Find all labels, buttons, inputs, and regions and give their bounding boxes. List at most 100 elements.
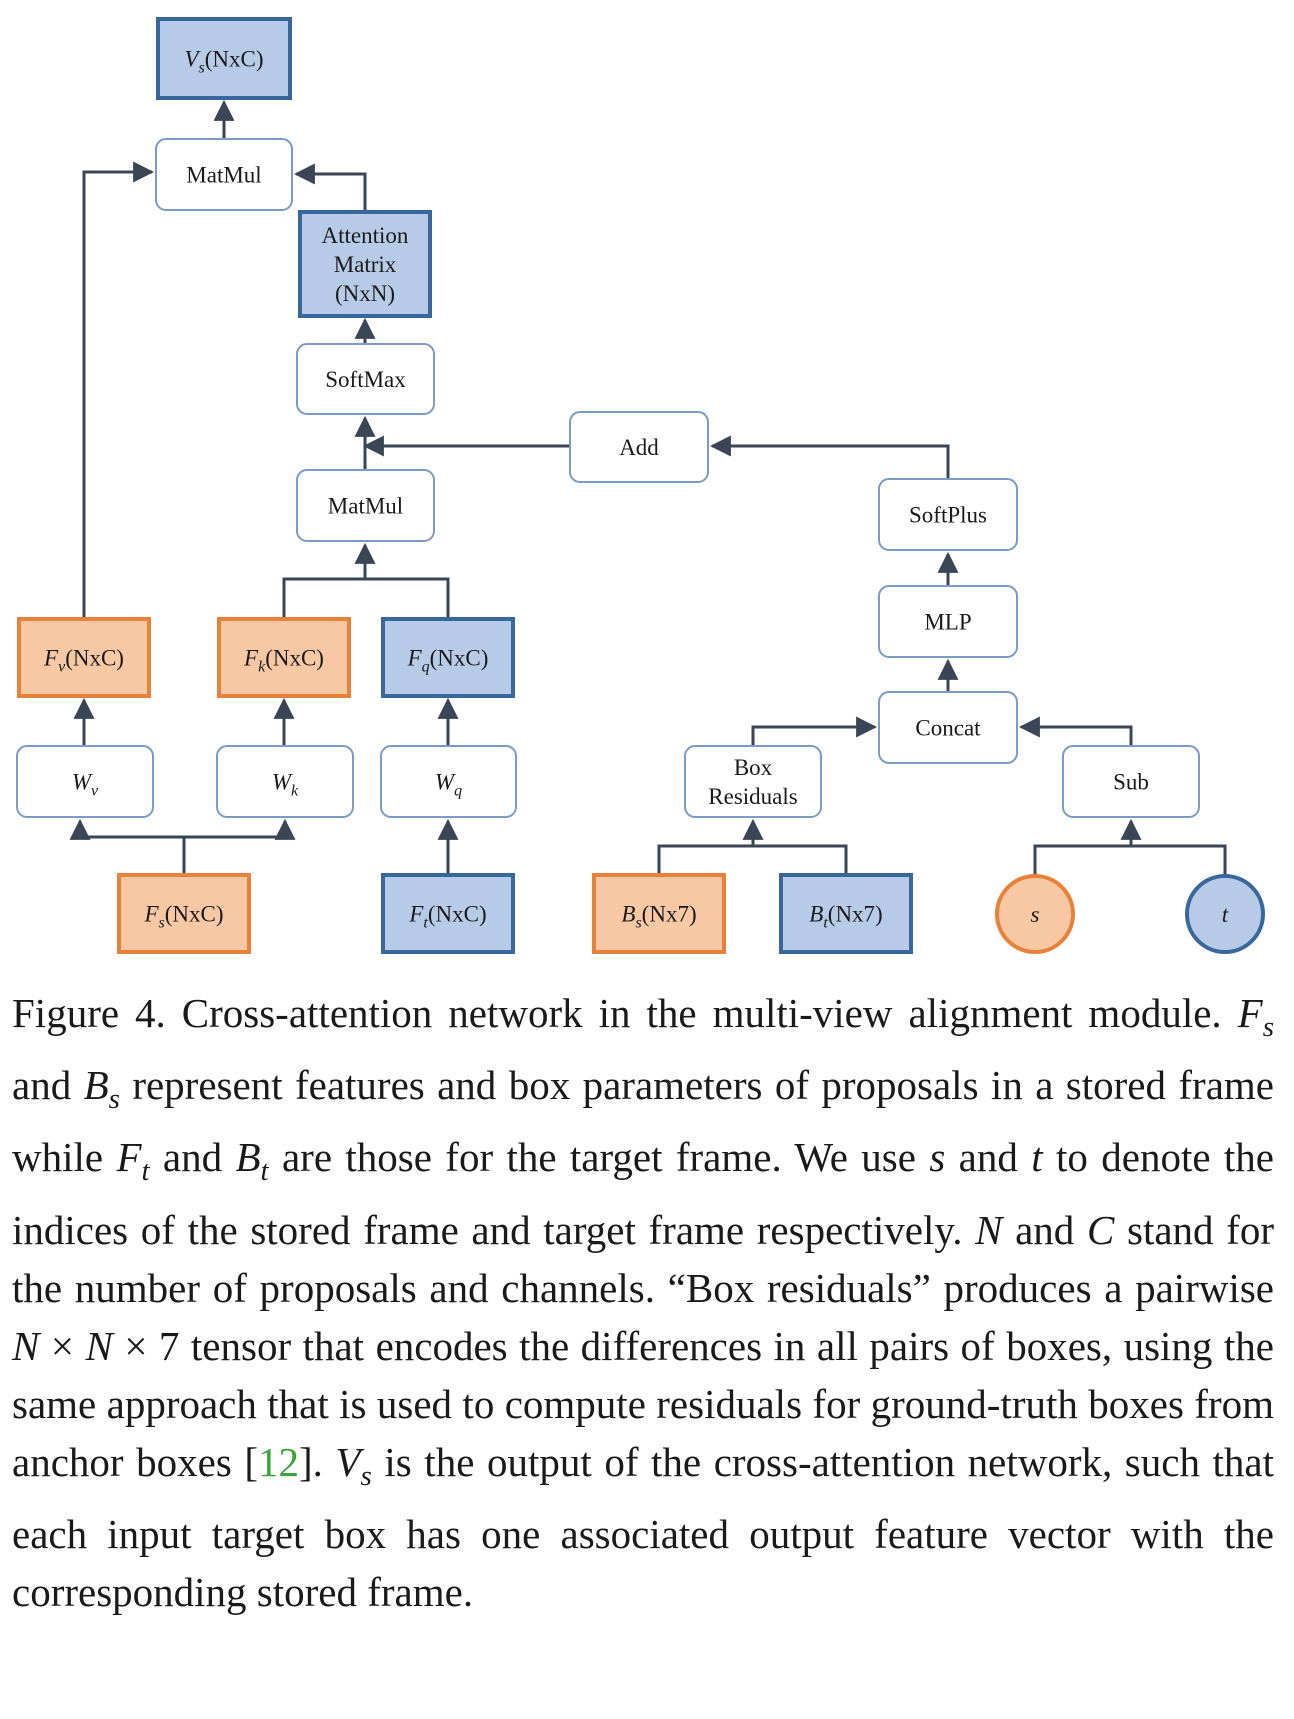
node-s: s xyxy=(995,874,1075,954)
node-t: t xyxy=(1185,874,1265,954)
diagram-edges xyxy=(69,99,1227,876)
node-label: Residuals xyxy=(708,784,797,809)
node-label: Matrix xyxy=(334,252,397,277)
node-shape xyxy=(381,617,515,698)
node-shape xyxy=(16,745,154,818)
edge-residuals-to-concat xyxy=(751,716,878,746)
node-matmul-top: MatMul xyxy=(155,138,293,211)
node-label: Wk xyxy=(272,770,299,800)
node-label: Fv(NxC) xyxy=(43,646,124,676)
edge-fs-to-wk xyxy=(184,818,296,840)
caption-text: is the output of the cross-attention net… xyxy=(12,1438,1275,1615)
node-fv: Fv(NxC) xyxy=(17,617,151,698)
caption-text: stand for the number of proposals and ch… xyxy=(12,1206,1274,1311)
edge-sub-to-concat xyxy=(1018,716,1133,746)
node-shape xyxy=(217,617,351,698)
node-label: Sub xyxy=(1113,770,1149,795)
caption-text: ]. xyxy=(299,1438,336,1485)
node-matmul-mid: MatMul xyxy=(296,469,435,542)
node-fk: Fk(NxC) xyxy=(217,617,351,698)
node-label: Fk(NxC) xyxy=(243,646,324,676)
node-shape xyxy=(296,343,435,415)
node-softplus: SoftPlus xyxy=(878,478,1018,551)
math-symbol: t xyxy=(1031,1134,1043,1181)
math-symbol: s xyxy=(1262,1011,1274,1044)
node-fq: Fq(NxC) xyxy=(381,617,515,698)
node-ft: Ft(NxC) xyxy=(381,873,515,954)
node-label: Add xyxy=(619,435,659,460)
node-label: MatMul xyxy=(328,494,403,519)
node-shape xyxy=(216,745,354,818)
node-shape xyxy=(155,138,293,211)
figure-caption: Figure 4. Cross-attention network in the… xyxy=(12,984,1274,1621)
caption-text: and xyxy=(12,1062,84,1109)
node-label: Ft(NxC) xyxy=(408,902,486,932)
node-label: MLP xyxy=(924,610,971,635)
node-label: Bs(Nx7) xyxy=(621,902,696,932)
citation-link[interactable]: 12 xyxy=(258,1438,299,1485)
math-symbol: s xyxy=(929,1134,946,1181)
node-shape xyxy=(1062,745,1200,818)
node-label: SoftMax xyxy=(325,367,406,392)
node-mlp: MLP xyxy=(878,585,1018,658)
math-symbol: C xyxy=(1086,1206,1115,1253)
node-label: Box xyxy=(734,755,773,780)
math-symbol: N xyxy=(12,1322,40,1369)
node-vs: Vs(NxC) xyxy=(156,17,292,100)
node-label: Fq(NxC) xyxy=(407,646,489,676)
math-symbol: V xyxy=(335,1438,361,1485)
node-fs: Fs(NxC) xyxy=(117,873,251,954)
edge-s-t-join xyxy=(1033,844,1227,876)
node-wv: Wv xyxy=(16,745,154,818)
edge-softplus-to-add xyxy=(709,435,950,479)
node-shape xyxy=(878,478,1018,551)
node-shape xyxy=(156,17,292,100)
edge-fk-fq-join xyxy=(282,577,450,619)
math-symbol: F xyxy=(116,1134,142,1181)
node-shape xyxy=(117,873,251,954)
node-shape xyxy=(380,745,517,818)
edge-fv-to-matmul xyxy=(82,161,155,619)
node-shape xyxy=(17,617,151,698)
node-shape xyxy=(569,411,709,483)
node-label: Attention xyxy=(322,223,409,248)
node-softmax: SoftMax xyxy=(296,343,435,415)
node-wk: Wk xyxy=(216,745,354,818)
caption-text: to denote the indices of the stored fram… xyxy=(12,1134,1274,1253)
node-label: MatMul xyxy=(186,163,261,188)
caption-text: are those for the target frame. We use xyxy=(268,1134,930,1181)
caption-text: × 7 tensor that encodes the differences … xyxy=(12,1322,1275,1485)
node-shape xyxy=(592,873,726,954)
math-symbol: B xyxy=(83,1062,109,1109)
caption-text: and xyxy=(1002,1206,1087,1253)
node-shape xyxy=(381,873,515,954)
node-label: s xyxy=(1031,902,1040,927)
node-shape xyxy=(878,691,1018,764)
math-symbol: s xyxy=(360,1459,372,1492)
node-wq: Wq xyxy=(380,745,517,818)
node-shape xyxy=(1185,874,1265,954)
node-bs: Bs(Nx7) xyxy=(592,873,726,954)
caption-text: Figure 4. Cross-attention network in the… xyxy=(12,990,1238,1036)
node-label: Wv xyxy=(72,770,99,800)
node-shape xyxy=(878,585,1018,658)
math-symbol: N xyxy=(975,1206,1003,1253)
math-symbol: t xyxy=(141,1155,150,1188)
node-label: Concat xyxy=(915,716,981,741)
diagram-nodes: Vs(NxC)MatMulAttentionMatrix(NxN)SoftMax… xyxy=(16,17,1265,954)
caption-text: × xyxy=(39,1322,86,1369)
node-shape xyxy=(298,210,432,318)
caption-text: represent features and box parameters of… xyxy=(12,1062,1274,1181)
math-symbol: B xyxy=(235,1134,261,1181)
node-label: SoftPlus xyxy=(909,503,987,528)
node-label: Bt(Nx7) xyxy=(809,902,882,932)
node-label: Fs(NxC) xyxy=(143,902,223,932)
node-shape xyxy=(779,873,913,954)
node-shape xyxy=(296,469,435,542)
node-bt: Bt(Nx7) xyxy=(779,873,913,954)
math-symbol: N xyxy=(85,1322,113,1369)
node-shape xyxy=(995,874,1075,954)
node-label: Wq xyxy=(435,770,462,800)
